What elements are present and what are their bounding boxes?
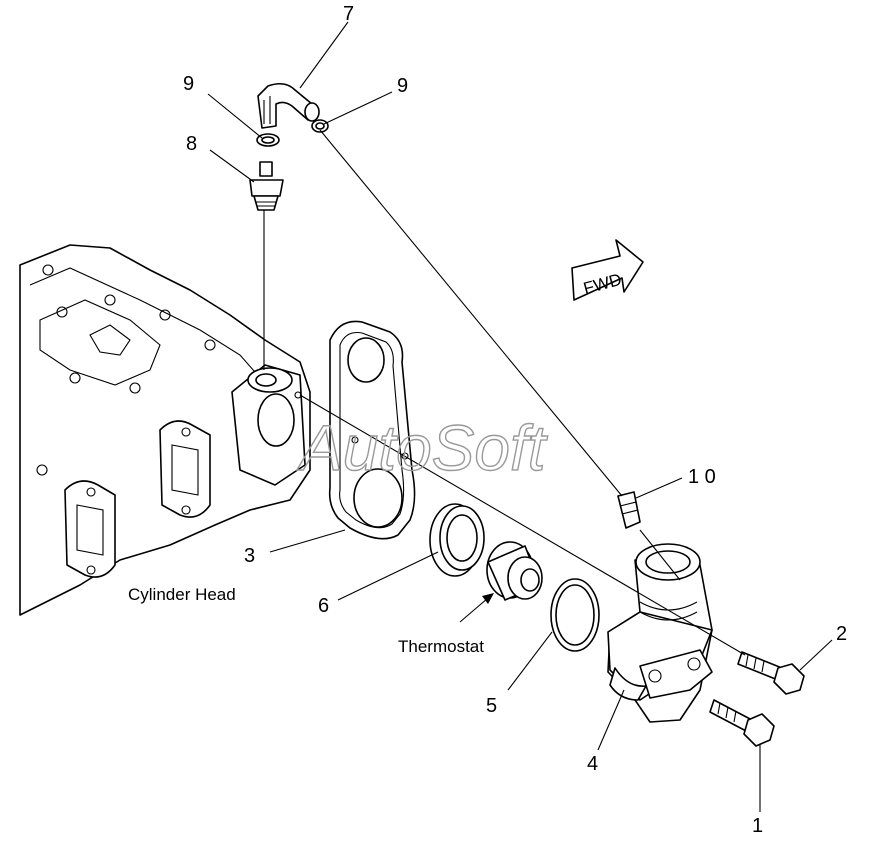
thermostat-pointer xyxy=(459,593,494,623)
callout-2: 2 xyxy=(836,623,847,645)
cylinder-head-label: Cylinder Head xyxy=(128,585,236,604)
watermark: AutoSoft xyxy=(296,412,548,484)
callout-10: 1 0 xyxy=(688,466,716,488)
fitting-part-10 xyxy=(617,491,641,529)
fwd-arrow-icon: FWD xyxy=(571,239,644,301)
callout-6: 6 xyxy=(318,595,329,617)
callout-4: 4 xyxy=(587,753,598,775)
clip-part-9-left xyxy=(256,133,280,147)
callout-7: 7 xyxy=(343,3,354,25)
callout-3: 3 xyxy=(244,545,255,567)
gasket-part-3 xyxy=(328,320,416,540)
o-ring-part-5 xyxy=(550,578,600,652)
thermostat-label: Thermostat xyxy=(398,637,484,656)
bolt-part-1 xyxy=(709,699,775,747)
connector-part-8 xyxy=(249,161,284,211)
callout-9-left: 9 xyxy=(183,73,194,95)
assembly-lines xyxy=(263,129,746,656)
callout-5: 5 xyxy=(486,695,497,717)
callout-9-right: 9 xyxy=(397,75,408,97)
bolt-part-2 xyxy=(737,651,805,695)
hose-part-7 xyxy=(257,82,320,129)
clip-part-9-right xyxy=(311,119,329,133)
thermostat-housing-part-4 xyxy=(607,543,713,723)
leader-lines xyxy=(207,21,833,812)
cylinder-head xyxy=(19,244,311,616)
thermostat xyxy=(486,541,543,601)
seal-ring-part-6 xyxy=(429,503,485,577)
callout-1: 1 xyxy=(752,815,763,837)
callout-8: 8 xyxy=(186,133,197,155)
